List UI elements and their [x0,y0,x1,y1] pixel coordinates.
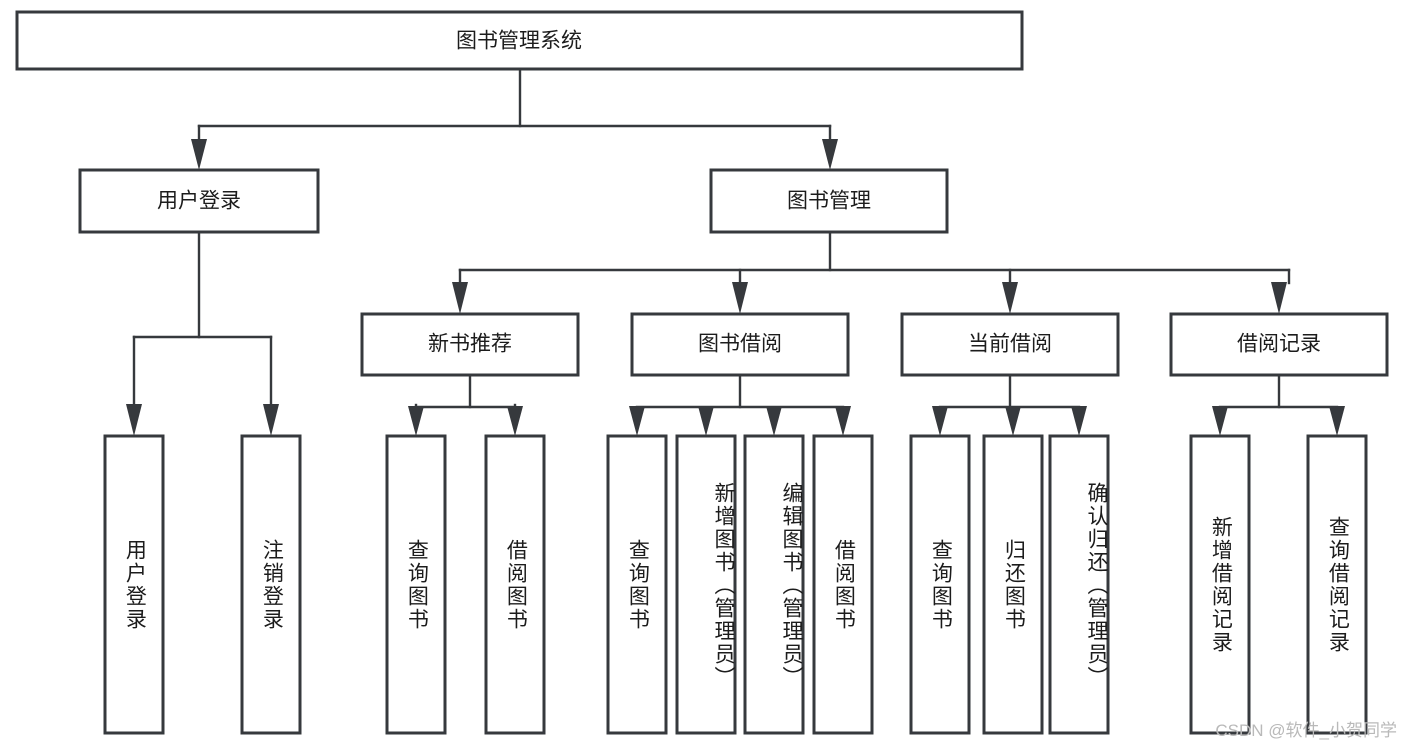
arrow-bookmgmt-to-record [1271,282,1287,314]
leaf-box-logout[interactable] [240,434,302,735]
leaf-box-query-book-rec[interactable] [385,434,447,735]
leaf-box-group [103,434,1368,735]
node-user-login-box[interactable] [78,168,320,234]
node-book-management-box[interactable] [709,168,949,234]
node-current-borrow-box[interactable] [900,312,1120,377]
node-user-login-label: 用户登录 [157,190,241,213]
node-new-book-recommend[interactable]: 新书推荐 [360,312,580,377]
arrow-newbook-leaf-2 [507,406,523,436]
node-book-borrow-box[interactable] [630,312,850,377]
leaf-box-query-book-borrow[interactable] [606,434,668,735]
leaf-box-add-borrow-record[interactable] [1189,434,1251,735]
leaf-box-borrow-book-rec[interactable] [484,434,546,735]
node-root-label: 图书管理系统 [456,30,582,53]
node-borrow-record[interactable]: 借阅记录 [1169,312,1389,377]
arrow-bookmgmt-to-newbook [452,282,468,314]
arrow-record-leaf-1 [1212,406,1228,436]
leaf-box-user-login[interactable] [103,434,165,735]
leaf-box-return-book[interactable] [982,434,1044,735]
node-root[interactable]: 图书管理系统 [15,10,1024,71]
node-current-borrow-label: 当前借阅 [968,333,1052,356]
connector-group-current [932,373,1087,436]
arrow-current-leaf-3 [1071,406,1087,436]
connector-group-user-login [126,230,279,436]
arrow-borrow-leaf-4 [835,406,851,436]
arrow-root-to-bookmgmt [822,139,838,170]
connector-group-root [191,67,838,170]
leaf-box-edit-book-admin[interactable] [743,434,805,735]
arrow-bookmgmt-to-borrow [732,282,748,314]
leaf-box-query-borrow-record[interactable] [1306,434,1368,735]
node-borrow-record-label: 借阅记录 [1237,333,1321,356]
arrow-record-leaf-2 [1329,406,1345,436]
arrow-borrow-leaf-1 [629,406,645,436]
leaf-box-borrow-book[interactable] [812,434,874,735]
arrow-root-to-login [191,139,207,170]
node-book-management[interactable]: 图书管理 [709,168,949,234]
arrow-bookmgmt-to-current [1002,282,1018,314]
node-borrow-record-box[interactable] [1169,312,1389,377]
leaf-box-add-book-admin[interactable] [675,434,737,735]
connector-group-record [1212,373,1345,436]
node-user-login[interactable]: 用户登录 [78,168,320,234]
leaf-box-confirm-return-admin[interactable] [1048,434,1110,735]
connector-group-newbook [408,373,523,436]
node-book-management-label: 图书管理 [787,190,871,213]
arrow-login-leaf-2 [263,404,279,436]
arrow-newbook-leaf-1 [408,406,424,436]
connector-group-book-mgmt [452,230,1291,314]
node-root-box[interactable] [15,10,1024,71]
arrow-current-leaf-1 [932,406,948,436]
node-new-book-recommend-box[interactable] [360,312,580,377]
csdn-watermark: CSDN @软件_小贺同学 [1215,721,1397,740]
arrow-login-leaf-1 [126,404,142,436]
node-book-borrow-label: 图书借阅 [698,333,782,356]
connector-group-borrow [629,373,851,436]
node-current-borrow[interactable]: 当前借阅 [900,312,1120,377]
arrow-borrow-leaf-3 [766,406,782,436]
leaf-box-query-book-current[interactable] [909,434,971,735]
node-book-borrow[interactable]: 图书借阅 [630,312,850,377]
arrow-current-leaf-2 [1005,406,1021,436]
node-new-book-recommend-label: 新书推荐 [428,333,512,356]
arrow-borrow-leaf-2 [698,406,714,436]
